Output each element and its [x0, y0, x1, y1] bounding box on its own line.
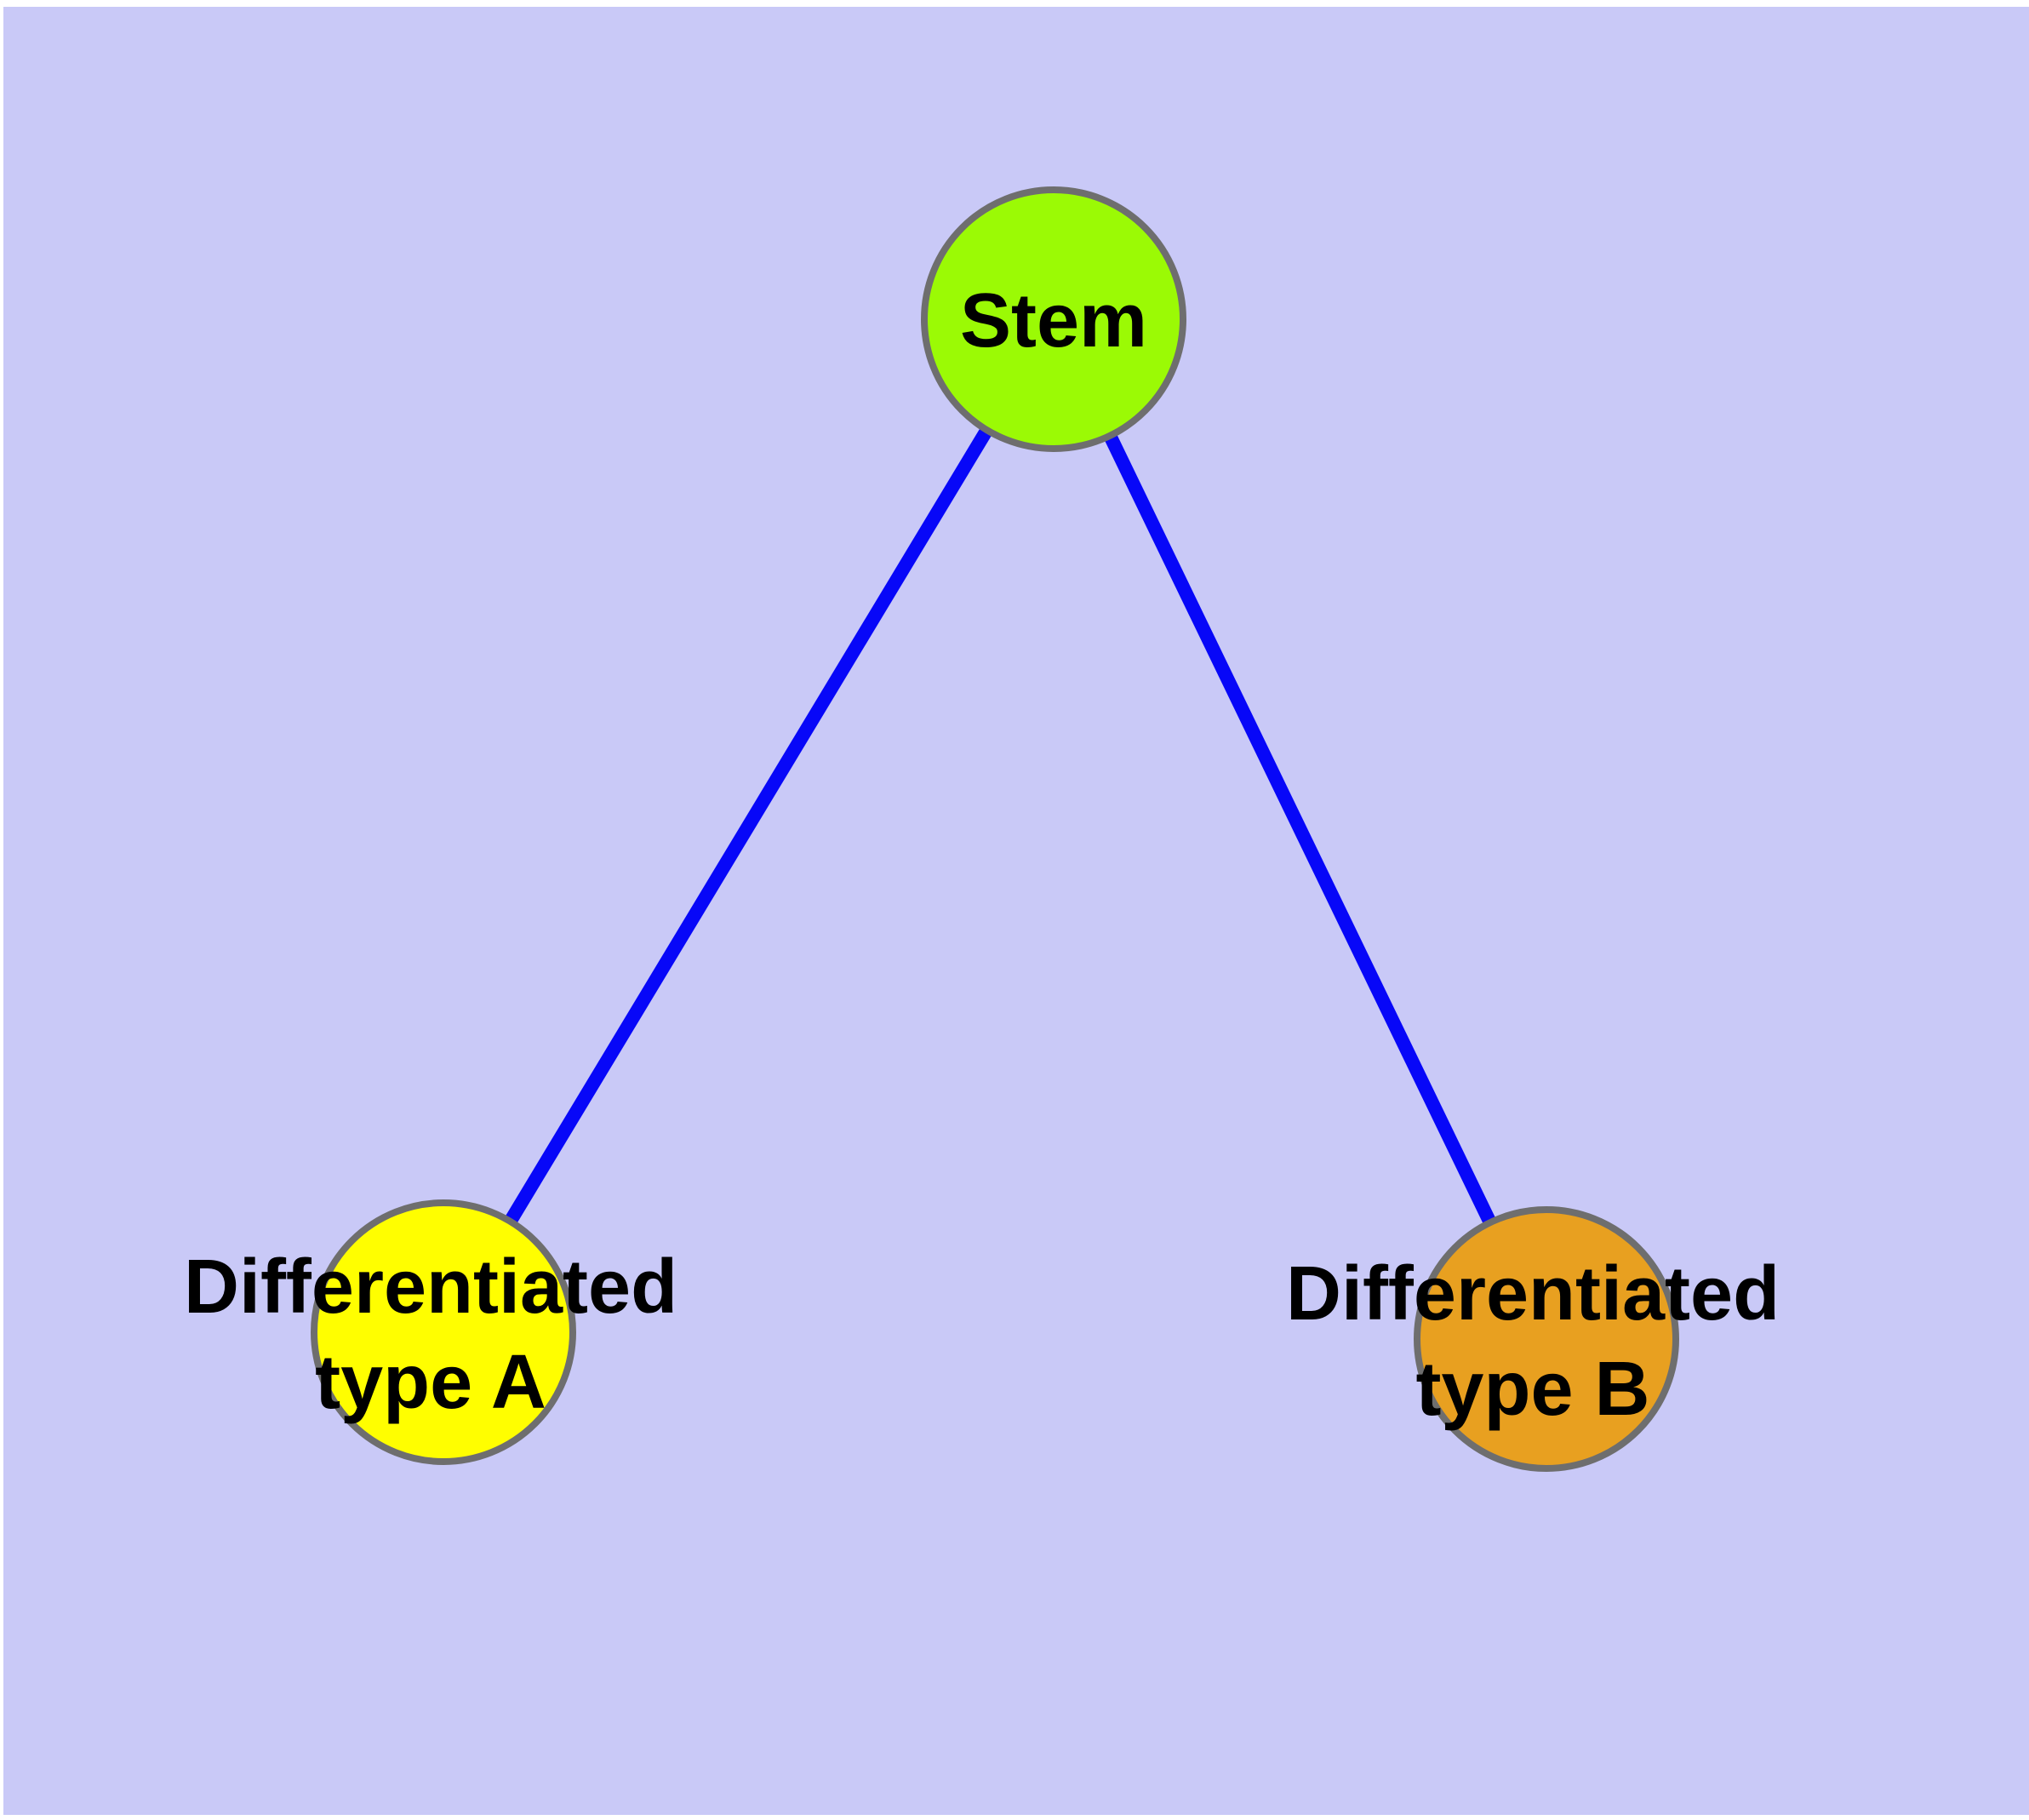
edge-stem-to-type-b — [1047, 316, 1553, 1342]
type-b-node-circle — [1414, 1206, 1679, 1472]
type-a-node-label: Differentiated type A — [183, 1245, 678, 1425]
edge-stem-to-type-a — [437, 315, 1060, 1336]
type-a-node-circle — [311, 1199, 576, 1465]
type-b-node-label: Differentiated type B — [1285, 1251, 1780, 1432]
stem-node-label: Stem — [959, 278, 1148, 363]
stem-node-circle — [921, 186, 1186, 452]
